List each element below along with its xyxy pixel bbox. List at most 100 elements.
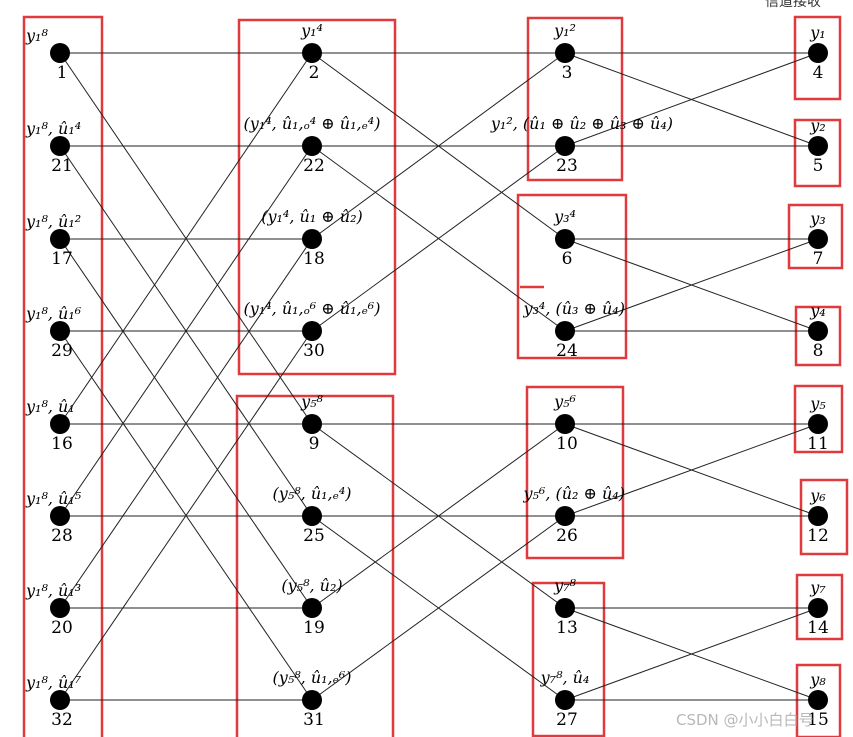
node-number: 23 (556, 156, 578, 176)
edge-8 (59, 52, 313, 425)
node-1: 1 y₁⁸ (25, 26, 70, 83)
edge-20 (311, 52, 566, 240)
node-label: (y₁⁴, û₁ ⊕ û₂) (261, 207, 363, 226)
edge-21 (311, 145, 566, 332)
node-number: 18 (303, 249, 325, 269)
node-dot (50, 690, 70, 710)
node-dot (555, 506, 575, 526)
node-label: (y₅⁸, û₁,ₑ⁶) (273, 668, 352, 687)
node-label: y₁⁸ (25, 26, 48, 45)
node-23: 23 y₁², (û₁ ⊕ û₂ ⊕ û₃ ⊕ û₄) (490, 114, 673, 176)
node-number: 29 (51, 341, 73, 361)
node-number: 12 (807, 526, 829, 546)
node-number: 28 (51, 526, 73, 546)
watermark: CSDN @小小白白号 (676, 711, 814, 729)
node-28: 28 y₁⁸, û₁⁵ (25, 489, 82, 546)
edge-10 (59, 145, 313, 517)
node-number: 13 (556, 618, 578, 638)
node-11: 11 y₅ (807, 394, 829, 454)
group-box-output-7 (795, 573, 844, 641)
node-number: 6 (562, 249, 573, 269)
group-box-column-1 (22, 15, 104, 737)
node-number: 25 (303, 526, 325, 546)
group-box-column-3-d (531, 581, 606, 737)
edge-34 (564, 238, 819, 332)
node-dot (555, 690, 575, 710)
header-right-text: 信道接收 (765, 0, 821, 10)
node-label: y₁² (553, 21, 576, 40)
node-label: (y₁⁴, û₁,ₒ⁶ ⊕ û₁,ₑ⁶) (244, 299, 381, 318)
node-number: 4 (813, 63, 824, 83)
node-label: y₁⁸, û₁⁶ (25, 304, 82, 323)
node-8: 8y₄ (808, 301, 828, 361)
group-box-column-3-c (525, 385, 625, 560)
node-2: 2 y₁⁴ (300, 21, 323, 83)
group-box-output-8 (795, 663, 842, 737)
node-label: y₁⁸, û₁⁵ (25, 489, 82, 508)
node-number: 26 (556, 526, 578, 546)
node-label: y₅⁶ (553, 392, 576, 411)
node-number: 5 (813, 156, 824, 176)
node-dot (808, 229, 828, 249)
node-label: y₅ (809, 394, 826, 413)
node-5: 5 y₂ (808, 116, 828, 176)
node-dot (50, 43, 70, 63)
node-dot (302, 229, 322, 249)
node-dot (555, 414, 575, 434)
node-number: 16 (51, 434, 73, 454)
node-label: y₇⁸ (553, 576, 576, 595)
edge-14 (59, 330, 313, 701)
node-number: 19 (303, 618, 325, 638)
node-24: 24 y₃⁴, (û₃ ⊕ û₄) (522, 299, 625, 361)
node-label: y₁², (û₁ ⊕ û₂ ⊕ û₃ ⊕ û₄) (490, 114, 673, 133)
node-dot (808, 321, 828, 341)
node-7: 7 y₃ (808, 209, 828, 269)
node-label: y₃⁴, (û₃ ⊕ û₄) (522, 299, 625, 318)
node-dot (808, 506, 828, 526)
node-dot (808, 690, 828, 710)
node-label: y₈ (809, 670, 826, 689)
edge-27 (311, 515, 566, 701)
node-number: 7 (813, 249, 824, 269)
node-number: 2 (309, 63, 320, 83)
node-number: 30 (303, 341, 325, 361)
node-label: y₁⁴ (300, 21, 323, 40)
node-number: 8 (813, 341, 824, 361)
node-number: 11 (807, 434, 829, 454)
group-box-output-6 (799, 478, 849, 556)
group-box-output-1 (793, 15, 842, 101)
node-label: y₁⁸, û₁⁴ (25, 119, 81, 138)
node-18: 18 (y₁⁴, û₁ ⊕ û₂) (261, 207, 363, 269)
node-13: 13 y₇⁸ (553, 576, 578, 638)
node-dot (808, 598, 828, 618)
node-dot (302, 414, 322, 434)
node-12: 12 y₆ (807, 486, 829, 546)
node-dot (808, 136, 828, 156)
node-dot (302, 690, 322, 710)
node-dot (808, 43, 828, 63)
node-dot (50, 229, 70, 249)
node-label: y₂ (809, 116, 825, 135)
node-label: y₃ (809, 209, 825, 228)
node-dot (555, 43, 575, 63)
node-19: 19(y₅⁸, û₂) (281, 576, 342, 638)
group-box-column-2-bottom (235, 394, 395, 737)
node-number: 31 (303, 710, 325, 730)
node-number: 1 (57, 63, 68, 83)
edge-42 (564, 607, 819, 701)
node-number: 24 (556, 341, 578, 361)
node-number: 22 (303, 156, 325, 176)
node-label: y₆ (809, 486, 826, 505)
node-dot (555, 321, 575, 341)
node-number: 17 (51, 249, 73, 269)
edge-12 (59, 238, 313, 609)
node-dot (302, 598, 322, 618)
node-29: 29 y₁⁸, û₁⁶ (25, 304, 82, 361)
node-dot (302, 506, 322, 526)
